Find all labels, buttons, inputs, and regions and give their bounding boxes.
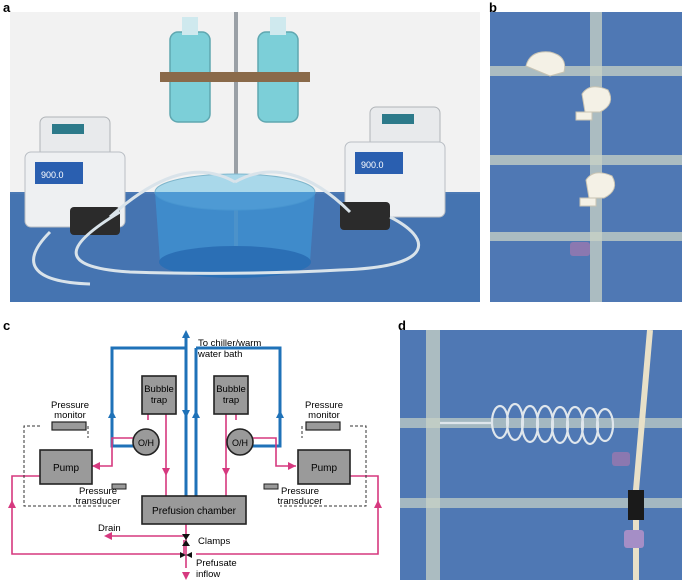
- chiller-loop: [110, 336, 282, 498]
- clamp-icon: [182, 540, 190, 546]
- chiller-label-line2: water bath: [197, 349, 242, 360]
- drain-label: Drain: [98, 523, 121, 534]
- oxygenator-heater-right: [226, 428, 254, 456]
- panel-label-a: a: [3, 0, 11, 15]
- prefusion-chamber-label: Prefusion chamber: [152, 506, 237, 517]
- panel-label-c: c: [3, 318, 11, 333]
- pressure-monitor-right-label-line2: monitor: [308, 410, 340, 421]
- photo-perfusion-setup-illustration: 900.0 900.0: [10, 12, 480, 302]
- flow-arrow-icon: [288, 462, 296, 470]
- bubble-trap-right-label: Bubble: [216, 384, 246, 395]
- flow-arrow-icon: [8, 500, 16, 508]
- clamp-icon: [186, 552, 192, 558]
- flow-arrow-icon: [374, 500, 382, 508]
- clamp-icon: [180, 552, 186, 558]
- pressure-lines: [23, 425, 367, 507]
- pressure-monitor-right-label: Pressure: [305, 400, 343, 411]
- pump-right-label: Pump: [311, 463, 338, 474]
- flow-arrow-icon: [222, 468, 230, 476]
- prefusion-chamber: [141, 495, 247, 525]
- pressure-transducer-left-label: Pressure: [79, 486, 117, 497]
- photo-tubing-coil-illustration: [400, 330, 682, 580]
- oxygenator-heater-left: [132, 428, 160, 456]
- bubble-trap-right-label-line2: trap: [223, 395, 239, 406]
- drain-arrow-icon: [104, 532, 112, 540]
- bubble-trap-left: [141, 375, 177, 415]
- flow-arrow-icon: [182, 410, 190, 418]
- pump-display-left: 900.0: [41, 170, 64, 180]
- pressure-monitor-left-label-line2: monitor: [54, 410, 86, 421]
- chiller-arrow-icon: [182, 330, 190, 338]
- photo-tubing-clamps-illustration: [490, 12, 682, 302]
- clamp-icon: [182, 534, 190, 540]
- inflow-arrow-icon: [182, 572, 190, 580]
- oxygenator-heater-right-label: O/H: [232, 438, 248, 448]
- panel-label-b: b: [489, 0, 497, 15]
- pump-left-label: Pump: [53, 463, 80, 474]
- pump-left: [39, 449, 93, 485]
- clamps-label: Clamps: [198, 536, 230, 547]
- pressure-transducer-right: [263, 483, 279, 490]
- flow-arrow-icon: [162, 468, 170, 476]
- flow-arrow-icon: [276, 410, 284, 418]
- chiller-label: To chiller/warm: [198, 338, 261, 349]
- pressure-transducer-left-label-line2: transducer: [76, 496, 121, 507]
- bubble-trap-left-label: Bubble: [144, 384, 174, 395]
- pressure-monitor-left: [51, 421, 87, 431]
- pressure-transducer-right-label: Pressure: [281, 486, 319, 497]
- pump-display-right: 900.0: [361, 160, 384, 170]
- flow-arrow-icon: [108, 410, 116, 418]
- flow-arrow-icon: [92, 462, 100, 470]
- photo-tubing-clamps: [490, 12, 682, 302]
- oxygenator-heater-left-label: O/H: [138, 438, 154, 448]
- bubble-trap-left-label-line2: trap: [151, 395, 167, 406]
- pressure-transducer-right-label-line2: transducer: [278, 496, 323, 507]
- prefusate-inflow-label-line2: inflow: [196, 569, 220, 580]
- bubble-trap-right: [213, 375, 249, 415]
- pressure-monitor-left-label: Pressure: [51, 400, 89, 411]
- prefusate-inflow-label: Prefusate: [196, 558, 237, 569]
- photo-perfusion-setup: 900.0 900.0: [10, 12, 480, 302]
- flow-arrow-icon: [192, 410, 200, 418]
- panel-label-d: d: [398, 318, 406, 333]
- pump-right: [297, 449, 351, 485]
- perfusion-circuit-diagram: To chiller/warm water bath Bubble trap B…: [8, 330, 382, 580]
- perfusate-circuit: [11, 414, 379, 568]
- pressure-monitor-right: [305, 421, 341, 431]
- pressure-transducer-left: [111, 483, 127, 490]
- photo-tubing-coil: [400, 330, 682, 580]
